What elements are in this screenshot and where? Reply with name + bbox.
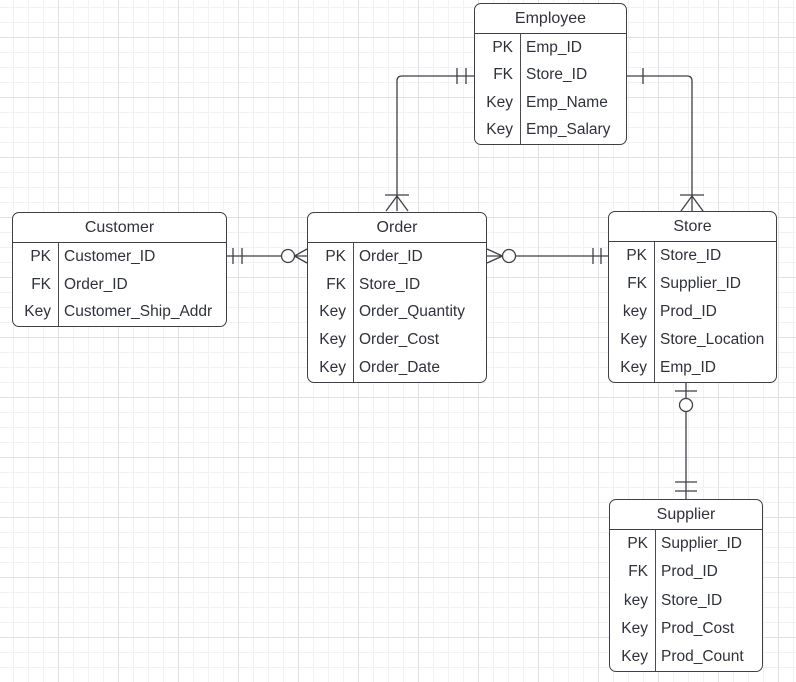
row-key-label: PK: [492, 38, 513, 56]
row-key-label: FK: [628, 563, 648, 581]
entity-body: PK Customer_ID FK Order_ID Key Customer_…: [13, 243, 226, 326]
table-row[interactable]: FK Order_ID: [13, 270, 226, 299]
row-key-label: PK: [626, 247, 647, 264]
one-or-many-crowsfoot-icon: [680, 194, 704, 212]
row-field-name: Emp_Salary: [520, 116, 626, 144]
table-row[interactable]: Key Customer_Ship_Addr: [13, 298, 226, 326]
table-row[interactable]: PK Emp_ID: [475, 34, 626, 62]
table-row[interactable]: Key Order_Date: [308, 354, 486, 382]
row-key-label: Key: [486, 93, 513, 111]
entity-table-employee[interactable]: Employee PK Emp_ID FK Store_ID Key Emp_N…: [474, 3, 627, 145]
entity-table-supplier[interactable]: Supplier PK Supplier_ID FK Prod_ID key S…: [609, 499, 763, 672]
entity-body: PK Supplier_ID FK Prod_ID key Store_ID K…: [610, 530, 762, 671]
row-field-name: Store_ID: [654, 242, 776, 270]
row-key-label: Key: [486, 121, 513, 139]
table-row[interactable]: key Prod_ID: [609, 298, 776, 326]
row-field-name: Order_ID: [353, 243, 486, 271]
table-row[interactable]: Key Order_Cost: [308, 326, 486, 355]
zero-or-many-crowsfoot-icon: [294, 248, 308, 264]
table-row[interactable]: PK Order_ID: [308, 243, 486, 271]
row-key-label: Key: [620, 359, 647, 376]
row-field-name: Emp_ID: [654, 354, 776, 382]
entity-title[interactable]: Employee: [475, 4, 626, 34]
row-field-name: Order_ID: [58, 270, 226, 299]
relationship-customer-order[interactable]: [227, 248, 308, 264]
row-field-name: Prod_Count: [655, 642, 762, 671]
row-key-label: FK: [31, 275, 51, 293]
entity-table-store[interactable]: Store PK Store_ID FK Supplier_ID key Pro…: [608, 211, 777, 383]
table-row[interactable]: Key Store_Location: [609, 326, 776, 354]
row-field-name: Prod_ID: [655, 558, 762, 587]
row-key-label: FK: [493, 66, 513, 84]
table-row[interactable]: Key Prod_Count: [610, 642, 762, 671]
entity-body: PK Order_ID FK Store_ID Key Order_Quanti…: [308, 243, 486, 382]
row-key-label: Key: [621, 619, 648, 637]
row-key-label: key: [622, 303, 647, 320]
table-row[interactable]: FK Store_ID: [308, 270, 486, 299]
exactly-one-bars-icon: [456, 68, 467, 84]
table-row[interactable]: FK Store_ID: [475, 61, 626, 89]
row-field-name: Supplier_ID: [654, 270, 776, 298]
table-row[interactable]: Key Emp_ID: [609, 354, 776, 382]
table-row[interactable]: Key Emp_Salary: [475, 116, 626, 144]
zero-or-many-crowsfoot-icon: [486, 248, 503, 264]
table-row[interactable]: PK Customer_ID: [13, 243, 226, 271]
relationship-employee-store[interactable]: [627, 68, 704, 212]
edge-line[interactable]: [627, 75, 693, 211]
table-row[interactable]: PK Supplier_ID: [610, 530, 762, 559]
row-key-label: PK: [30, 247, 51, 265]
row-field-name: Emp_Name: [520, 89, 626, 117]
exactly-one-bars-icon: [232, 248, 243, 264]
row-field-name: Prod_Cost: [655, 614, 762, 643]
row-field-name: Emp_ID: [520, 34, 626, 62]
table-row[interactable]: FK Prod_ID: [610, 558, 762, 587]
table-row[interactable]: PK Store_ID: [609, 242, 776, 270]
entity-table-order[interactable]: Order PK Order_ID FK Store_ID Key Order_…: [307, 212, 487, 383]
row-key-label: key: [623, 591, 648, 609]
row-key-label: Key: [319, 359, 346, 377]
row-field-name: Customer_ID: [58, 243, 226, 271]
row-field-name: Store_ID: [655, 586, 762, 615]
table-row[interactable]: Key Emp_Name: [475, 89, 626, 117]
row-field-name: Supplier_ID: [655, 530, 762, 559]
entity-table-customer[interactable]: Customer PK Customer_ID FK Order_ID Key …: [12, 212, 227, 327]
row-key-label: Key: [319, 303, 346, 321]
relationship-employee-order[interactable]: [385, 68, 474, 212]
one-or-many-crowsfoot-icon: [385, 194, 409, 212]
row-field-name: Customer_Ship_Addr: [58, 298, 226, 326]
row-field-name: Prod_ID: [654, 298, 776, 326]
row-key-label: Key: [620, 331, 647, 348]
exactly-one-bars-icon: [592, 248, 602, 264]
relationship-order-store[interactable]: [486, 248, 608, 264]
row-key-label: PK: [627, 535, 648, 553]
entity-body: PK Emp_ID FK Store_ID Key Emp_Name Key E…: [475, 34, 626, 144]
table-row[interactable]: FK Supplier_ID: [609, 270, 776, 298]
row-field-name: Store_Location: [654, 326, 776, 354]
table-row[interactable]: Key Order_Quantity: [308, 298, 486, 327]
edge-line[interactable]: [396, 75, 474, 211]
row-key-label: Key: [621, 647, 648, 665]
row-field-name: Store_ID: [520, 61, 626, 89]
row-key-label: Key: [319, 331, 346, 349]
entity-body: PK Store_ID FK Supplier_ID key Prod_ID K…: [609, 242, 776, 382]
entity-title[interactable]: Store: [609, 212, 776, 242]
relationship-store-supplier[interactable]: [675, 383, 697, 499]
entity-title[interactable]: Customer: [13, 213, 226, 243]
entity-title[interactable]: Order: [308, 213, 486, 243]
row-key-label: FK: [326, 275, 346, 293]
row-key-label: PK: [325, 247, 346, 265]
entity-title[interactable]: Supplier: [610, 500, 762, 530]
row-field-name: Order_Date: [353, 354, 486, 382]
table-row[interactable]: Key Prod_Cost: [610, 614, 762, 643]
row-key-label: FK: [627, 275, 647, 292]
row-field-name: Store_ID: [353, 270, 486, 299]
row-key-label: Key: [24, 303, 51, 321]
row-field-name: Order_Quantity: [353, 298, 486, 327]
row-field-name: Order_Cost: [353, 326, 486, 355]
exactly-one-bars-icon: [675, 481, 697, 492]
table-row[interactable]: key Store_ID: [610, 586, 762, 615]
